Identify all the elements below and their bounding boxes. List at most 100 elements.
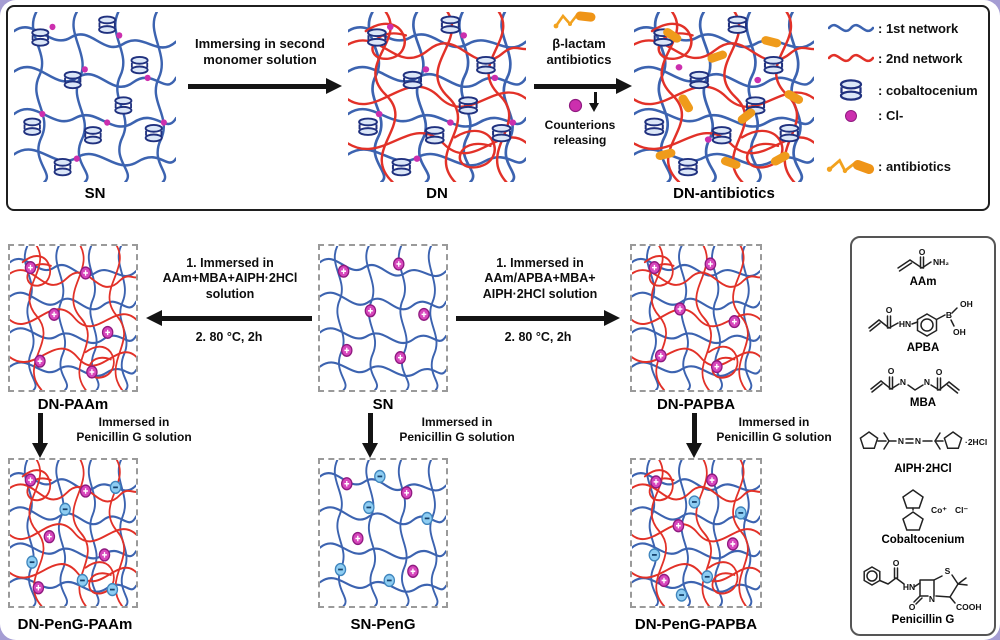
legend-label: : antibiotics bbox=[878, 158, 951, 174]
chem-label: MBA bbox=[909, 397, 937, 410]
dn-peng-paam-label: DN-PenG-PAAm bbox=[17, 616, 133, 633]
chem-mba: O N N O MBA bbox=[863, 363, 983, 409]
legend-row-antibiotics: : antibiotics bbox=[824, 142, 951, 190]
chem-aiph: N N ·2HCl AIPH·2HCl bbox=[853, 419, 993, 475]
svg-text:S: S bbox=[945, 566, 951, 576]
legend-label: : 1st network bbox=[878, 20, 959, 36]
first-network-icon bbox=[824, 20, 878, 36]
dn-paam-label: DN-PAAm bbox=[37, 396, 109, 413]
arrow1-head bbox=[326, 78, 342, 94]
dn-peng-papba-label: DN-PenG-PAPBA bbox=[634, 616, 758, 633]
arrow2-caption: β-lactam antibiotics bbox=[546, 36, 612, 67]
chem-label: Cobaltocenium bbox=[881, 534, 965, 547]
svg-text:O: O bbox=[886, 305, 893, 315]
dn-peng-papba-drawing bbox=[632, 460, 760, 606]
sn-bottom-drawing bbox=[320, 246, 446, 390]
legend-row-cobaltocenium: : cobaltocenium bbox=[824, 78, 978, 102]
peng-arrow-mid-line bbox=[368, 413, 373, 444]
svg-text:OH: OH bbox=[960, 299, 973, 309]
svg-text:N: N bbox=[929, 594, 935, 604]
aiph-structure: N N ·2HCl bbox=[859, 430, 987, 450]
top-scheme-box bbox=[6, 5, 990, 211]
sn-label: SN bbox=[84, 185, 106, 202]
peng-arrow-left-caption: Immersed in Penicillin G solution bbox=[76, 415, 192, 444]
dn-label: DN bbox=[426, 185, 448, 202]
legend-label: : 2nd network bbox=[878, 50, 963, 66]
legend-row-cl: : Cl- bbox=[824, 108, 903, 123]
cobaltocenium-structure: Co⁺ Cl⁻ bbox=[902, 489, 969, 532]
svg-text:N: N bbox=[915, 436, 921, 446]
peng-arrow-mid-caption: Immersed in Penicillin G solution bbox=[399, 415, 515, 444]
svg-text:N: N bbox=[924, 377, 930, 387]
cl-icon bbox=[824, 109, 878, 123]
left-arrow-caption: 1. Immersed in AAm+MBA+AIPH·2HCl solutio… bbox=[162, 256, 298, 301]
chemicals-box: O NH₂ AAm O HN B bbox=[850, 236, 996, 636]
aam-structure: O NH₂ bbox=[897, 247, 949, 272]
peng-arrow-left-line bbox=[38, 413, 43, 444]
sn-bottom-label: SN bbox=[372, 396, 394, 413]
peng-arrow-right-head bbox=[686, 443, 702, 458]
dn-antibiotics-network-drawing bbox=[634, 12, 814, 182]
peng-arrow-mid-head bbox=[362, 443, 378, 458]
counterion-arrow-head bbox=[589, 103, 599, 112]
svg-text:Co⁺: Co⁺ bbox=[931, 505, 947, 515]
svg-text:NH₂: NH₂ bbox=[933, 257, 949, 267]
penicillin-structure: O HN S N O COOH bbox=[863, 558, 982, 612]
svg-text:HN: HN bbox=[903, 582, 915, 592]
peng-arrow-left-head bbox=[32, 443, 48, 458]
chem-penicillin-g: O HN S N O COOH Penicillin G bbox=[856, 556, 990, 626]
svg-text:O: O bbox=[919, 247, 926, 257]
chem-label: Penicillin G bbox=[891, 613, 955, 626]
peng-arrow-right-line bbox=[692, 413, 697, 444]
sn-network-drawing bbox=[14, 12, 176, 182]
legend-label: : Cl- bbox=[878, 108, 904, 123]
left-arrow-head bbox=[146, 310, 162, 326]
dn-antibiotics-label: DN-antibiotics bbox=[673, 185, 775, 202]
right-arrow-head bbox=[604, 310, 620, 326]
svg-text:B: B bbox=[946, 310, 952, 320]
dn-network-drawing bbox=[348, 12, 526, 182]
chem-cobaltocenium: Co⁺ Cl⁻ Cobaltocenium bbox=[863, 484, 983, 546]
svg-text:COOH: COOH bbox=[956, 602, 982, 612]
svg-text:OH: OH bbox=[953, 327, 966, 337]
arrow2-line bbox=[534, 84, 616, 89]
svg-text:·2HCl: ·2HCl bbox=[965, 437, 987, 447]
arrow2-head bbox=[616, 78, 632, 94]
antibiotic-icon bbox=[552, 9, 598, 30]
svg-text:O: O bbox=[936, 367, 943, 377]
svg-text:Cl⁻: Cl⁻ bbox=[955, 505, 969, 515]
dn-peng-paam-drawing bbox=[10, 460, 136, 606]
chem-aam: O NH₂ AAm bbox=[868, 246, 978, 288]
left-arrow-below-caption: 2. 80 °C, 2h bbox=[195, 330, 263, 344]
mba-structure: O N N O bbox=[870, 366, 960, 394]
svg-text:N: N bbox=[898, 436, 904, 446]
sn-peng-drawing bbox=[320, 460, 446, 606]
apba-structure: O HN B OH OH bbox=[868, 299, 973, 337]
chem-apba: O HN B OH OH APBA bbox=[863, 298, 983, 354]
arrow1-caption: Immersing in second monomer solution bbox=[194, 36, 326, 67]
svg-text:N: N bbox=[900, 377, 906, 387]
svg-text:O: O bbox=[893, 558, 900, 568]
counterion-arrow-line bbox=[594, 92, 597, 103]
chem-label: AAm bbox=[909, 276, 937, 288]
dn-paam-drawing bbox=[10, 246, 136, 390]
legend-row-first-network: : 1st network bbox=[824, 20, 958, 36]
left-arrow-line bbox=[162, 316, 312, 321]
arrow1-line bbox=[188, 84, 326, 89]
svg-text:O: O bbox=[888, 366, 895, 376]
cobaltocenium-icon bbox=[824, 78, 878, 102]
dn-papba-label: DN-PAPBA bbox=[656, 396, 736, 413]
legend-row-second-network: : 2nd network bbox=[824, 50, 963, 66]
right-arrow-below-caption: 2. 80 °C, 2h bbox=[504, 330, 572, 344]
sn-peng-label: SN-PenG bbox=[350, 616, 416, 633]
right-arrow-line bbox=[456, 316, 604, 321]
chem-label: APBA bbox=[906, 341, 940, 354]
chem-label: AIPH·2HCl bbox=[894, 462, 952, 475]
legend-label: : cobaltocenium bbox=[878, 82, 978, 98]
svg-text:O: O bbox=[909, 602, 916, 612]
counterion-dot-icon bbox=[568, 98, 583, 113]
counterions-caption: Counterions releasing bbox=[544, 118, 616, 147]
second-network-icon bbox=[824, 50, 878, 66]
